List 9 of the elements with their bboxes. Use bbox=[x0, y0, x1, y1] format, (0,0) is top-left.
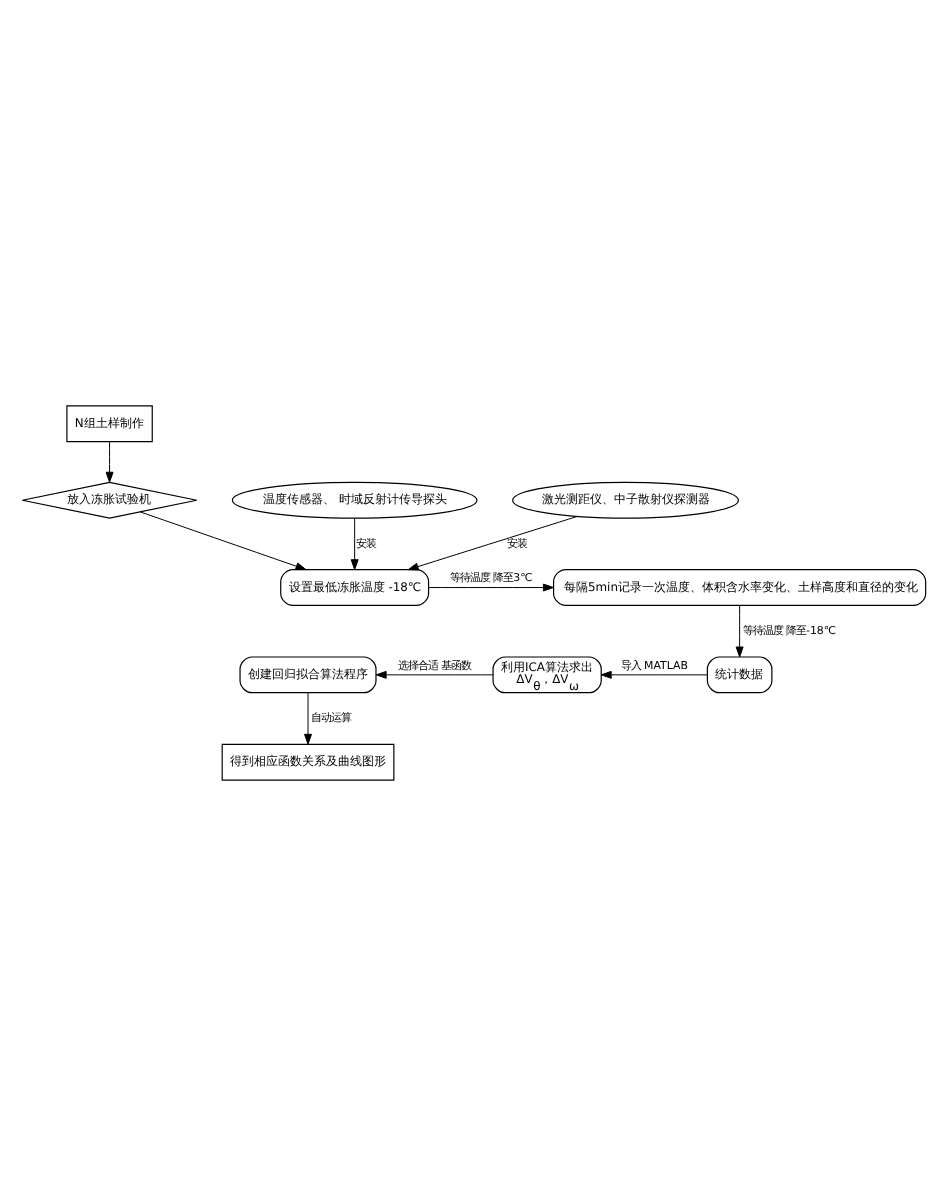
arrow bbox=[375, 670, 494, 679]
arrow bbox=[139, 511, 307, 571]
arrow bbox=[600, 670, 708, 679]
arrow bbox=[105, 441, 114, 483]
arrow bbox=[428, 583, 554, 592]
arrow bbox=[735, 605, 744, 658]
arrow bbox=[407, 516, 578, 571]
arrow bbox=[350, 518, 359, 571]
arrow bbox=[304, 692, 312, 745]
